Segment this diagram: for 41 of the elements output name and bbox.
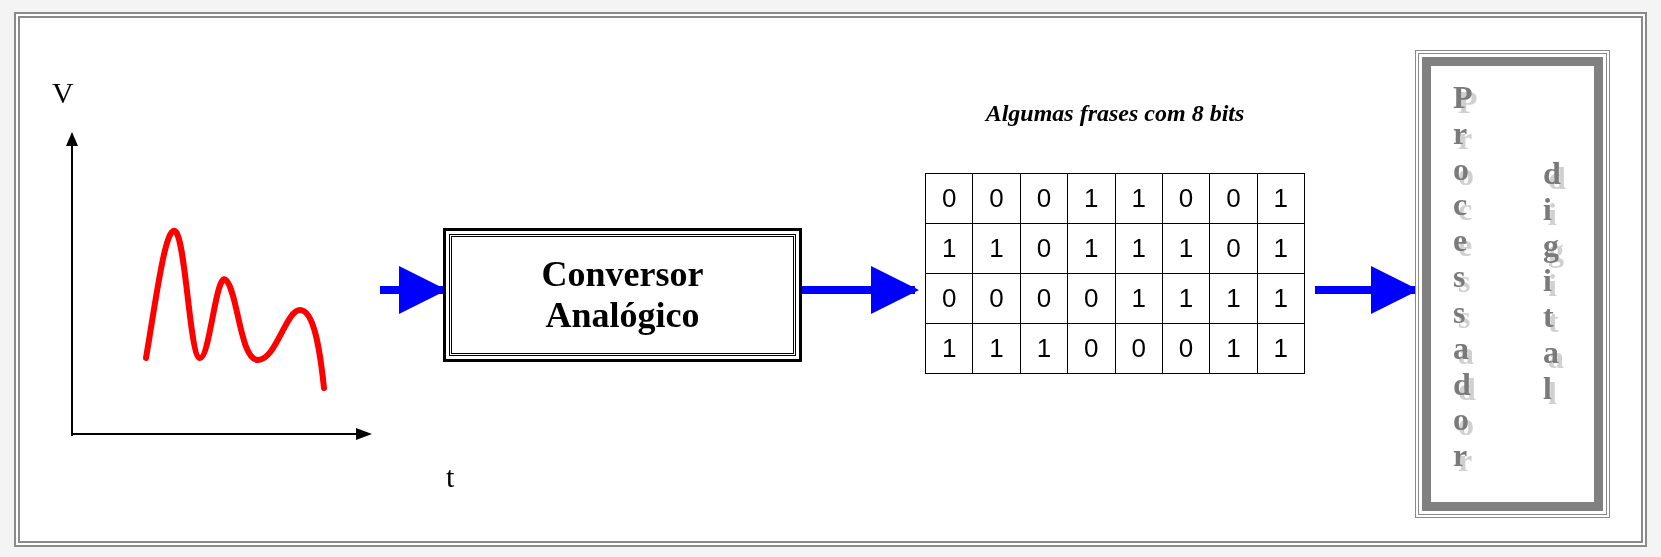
table-cell: 1: [1210, 274, 1258, 324]
processor-box: [1415, 50, 1610, 518]
table-cell: 0: [1210, 224, 1258, 274]
table-cell: 0: [1115, 324, 1163, 374]
table-cell: 1: [973, 224, 1021, 274]
table-cell: 1: [1068, 224, 1116, 274]
table-cell: 1: [1162, 274, 1211, 324]
process-box: [443, 228, 802, 362]
table-cell: 0: [1020, 224, 1069, 274]
table-cell: 0: [1068, 274, 1116, 324]
box-label: Conversor Analógico: [540, 253, 705, 337]
table-title: Algumas frases com 8 bits: [985, 99, 1245, 128]
table-cell: 1: [1257, 224, 1305, 274]
axis-label: t: [446, 462, 455, 492]
table-cell: 0: [1162, 174, 1211, 224]
table-cell: 1: [926, 324, 974, 374]
axis-label: V: [52, 78, 74, 108]
table-cell: 1: [1115, 224, 1163, 274]
table-cell: 0: [1020, 174, 1069, 224]
table-cell: 1: [926, 224, 974, 274]
table-cell: 1: [1210, 324, 1258, 374]
table-cell: 0: [973, 174, 1021, 224]
table-cell: 0: [1210, 174, 1258, 224]
table-cell: 1: [1115, 274, 1163, 324]
table-cell: 1: [1257, 274, 1305, 324]
table-cell: 0: [1068, 324, 1116, 374]
table-cell: 1: [1068, 174, 1116, 224]
table-cell: 0: [926, 274, 974, 324]
table-cell: 1: [1162, 224, 1211, 274]
table-cell: 1: [1115, 174, 1163, 224]
table-cell: 0: [1020, 274, 1069, 324]
table-cell: 1: [1257, 324, 1305, 374]
vertical-label: digital: [1543, 156, 1561, 407]
table-cell: 0: [1162, 324, 1211, 374]
table-cell: 0: [926, 174, 974, 224]
table-cell: 0: [973, 274, 1021, 324]
vertical-label: Processador: [1453, 80, 1471, 475]
table-cell: 1: [973, 324, 1021, 374]
table-cell: 1: [1020, 324, 1069, 374]
table-cell: 1: [1257, 174, 1305, 224]
arrow: [802, 266, 919, 314]
